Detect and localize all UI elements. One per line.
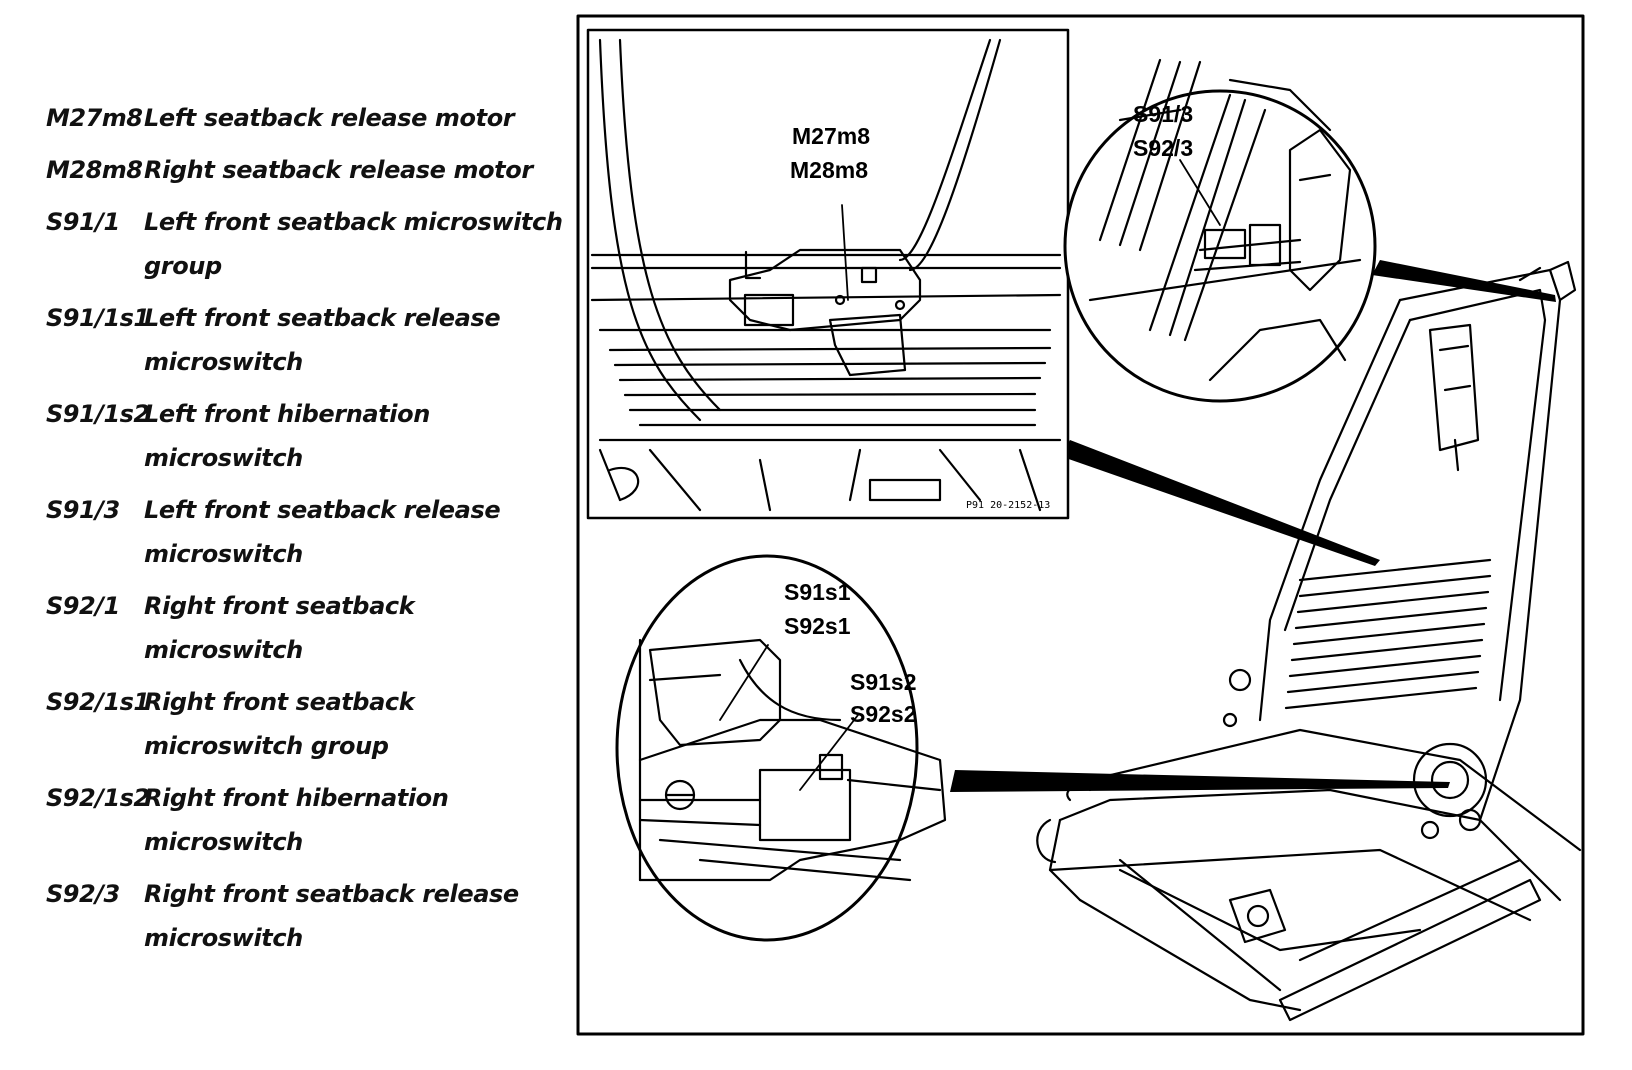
callout-s92-3: S92/3 [1133, 135, 1193, 161]
legend-desc: Left front seatback microswitch group [144, 208, 563, 280]
legend-code: S92/1s2 [46, 784, 150, 812]
motor-inset [586, 28, 1070, 520]
legend-desc: Right front seatback microswitch [144, 592, 415, 664]
figure-frame [576, 14, 1585, 1036]
legend: M27m8 Left seatback release motor M28m8 … [46, 96, 566, 968]
legend-code: S91/1 [46, 208, 120, 236]
legend-row: M27m8 Left seatback release motor [46, 96, 566, 140]
legend-desc: Right seatback release motor [144, 156, 533, 184]
legend-code: S92/1s1 [46, 688, 150, 716]
legend-code: S92/3 [46, 880, 120, 908]
figure-id: P91 20-2152-13 [966, 500, 1050, 511]
callout-m27m8: M27m8 [792, 123, 870, 149]
legend-code: S91/1s2 [46, 400, 150, 428]
legend-desc: Right front seatback microswitch group [144, 688, 415, 760]
legend-desc: Left seatback release motor [144, 104, 515, 132]
callout-s91-3: S91/3 [1133, 101, 1193, 127]
legend-row: S91/1 Left front seatback microswitch gr… [46, 200, 566, 288]
legend-code: S92/1 [46, 592, 120, 620]
legend-code: S91/1s1 [46, 304, 150, 332]
legend-row: S92/1s1 Right front seatback microswitch… [46, 680, 566, 768]
callout-s92s2: S92s2 [850, 701, 917, 727]
callout-s91s1: S91s1 [784, 579, 851, 605]
callouts: M27m8 M28m8 S91/3 S92/3 S91s1 S92s1 S91s… [784, 101, 1193, 727]
seat-frame [1036, 260, 1582, 1022]
callout-s91s2: S91s2 [850, 669, 917, 695]
legend-row: S91/3 Left front seatback release micros… [46, 488, 566, 576]
legend-desc: Right front seatback release microswitch [144, 880, 519, 952]
legend-row: S92/1 Right front seatback microswitch [46, 584, 566, 672]
callout-s92s1: S92s1 [784, 613, 851, 639]
legend-desc: Left front hibernation microswitch [144, 400, 430, 472]
legend-code: M28m8 [46, 156, 143, 184]
legend-code: S91/3 [46, 496, 120, 524]
legend-row: S91/1s2 Left front hibernation microswit… [46, 392, 566, 480]
legend-code: M27m8 [46, 104, 143, 132]
legend-row: S92/1s2 Right front hibernation microswi… [46, 776, 566, 864]
legend-desc: Left front seatback release microswitch [144, 304, 501, 376]
legend-row: S91/1s1 Left front seatback release micr… [46, 296, 566, 384]
legend-desc: Left front seatback release microswitch [144, 496, 501, 568]
legend-row: M28m8 Right seatback release motor [46, 148, 566, 192]
legend-desc: Right front hibernation microswitch [144, 784, 449, 856]
callout-m28m8: M28m8 [790, 157, 868, 183]
legend-row: S92/3 Right front seatback release micro… [46, 872, 566, 960]
microswitch-inset [615, 554, 947, 942]
leader-lines [950, 260, 1556, 792]
release-switch-inset [1063, 58, 1377, 403]
